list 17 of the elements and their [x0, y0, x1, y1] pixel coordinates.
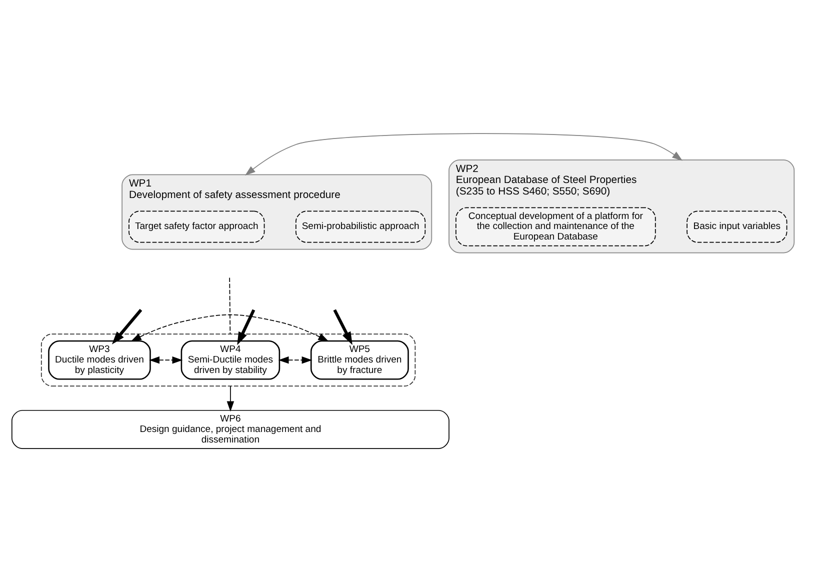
node-box: Conceptual development of a platform for the collection and maintenance of the European Database: [456, 207, 656, 246]
connector: [229, 277, 231, 334]
node-box: Basic input variables: [686, 210, 788, 243]
node-box: Target safety factor approach: [128, 210, 265, 243]
node-box: WP5 Brittle modes driven by fracture: [310, 340, 409, 380]
node-box: WP6 Design guidance, project management and dissemination: [11, 410, 450, 449]
arrow: [130, 314, 329, 342]
arrow: [226, 386, 234, 412]
arrow: [149, 356, 183, 364]
node-box: Semi-probabilistic approach: [296, 210, 426, 243]
arrow: [112, 308, 142, 344]
node-box: WP3 Ductile modes driven by plasticity: [48, 340, 151, 380]
arrow: [245, 133, 683, 176]
node-box: WP4 Semi-Ductile modes driven by stability: [180, 340, 280, 380]
arrow: [333, 309, 352, 345]
arrow: [278, 356, 312, 364]
arrow: [237, 309, 256, 346]
